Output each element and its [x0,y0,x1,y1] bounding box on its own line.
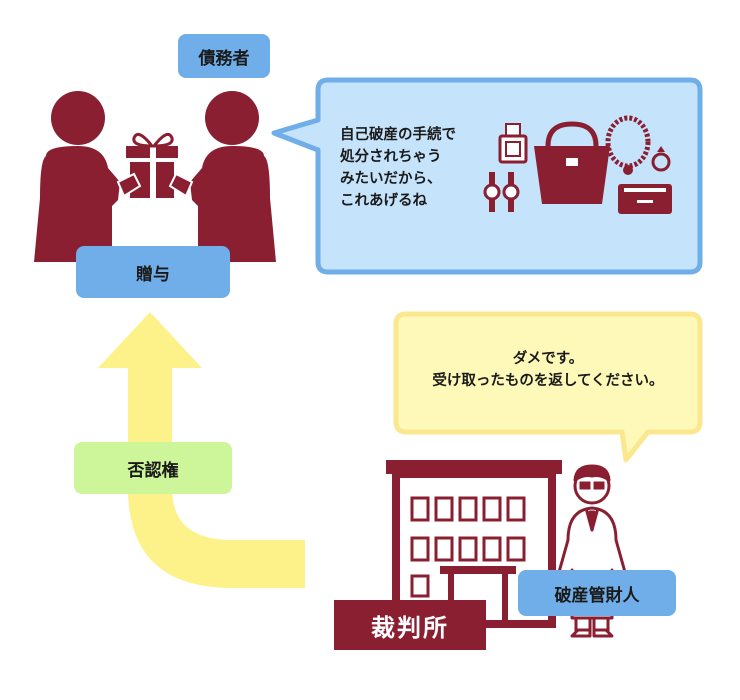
wallet-icon [618,184,672,214]
debtor-speech-text: 自己破産の手続で 処分されちゃう みたいだから、 これあげるね [340,127,456,209]
debtor-label-text: 債務者 [198,48,250,69]
denial-right-label-text: 否認権 [127,460,179,481]
gift-label: 贈与 [76,246,230,298]
debtor-speech-bubble [271,77,703,275]
gift-icon [116,132,194,198]
ring-icon [651,146,671,172]
trustee-label-text: 破産管財人 [554,585,640,606]
gift-label-text: 贈与 [136,264,170,285]
court-label-text: 裁判所 [371,613,449,642]
handbag-icon [534,121,610,204]
trustee-speech-text: ダメです。 受け取ったものを返してください。 [432,351,664,389]
perfume-icon [498,123,528,164]
people-icon [34,91,276,262]
court-label: 裁判所 [334,600,486,650]
necklace-icon [605,115,651,175]
trustee-speech-bubble [393,311,703,463]
debtor-label: 債務者 [178,34,270,78]
denial-right-label: 否認権 [74,442,232,494]
denial-arrow [98,312,305,588]
trustee-label: 破産管財人 [518,570,676,616]
watch-icon [483,172,520,212]
